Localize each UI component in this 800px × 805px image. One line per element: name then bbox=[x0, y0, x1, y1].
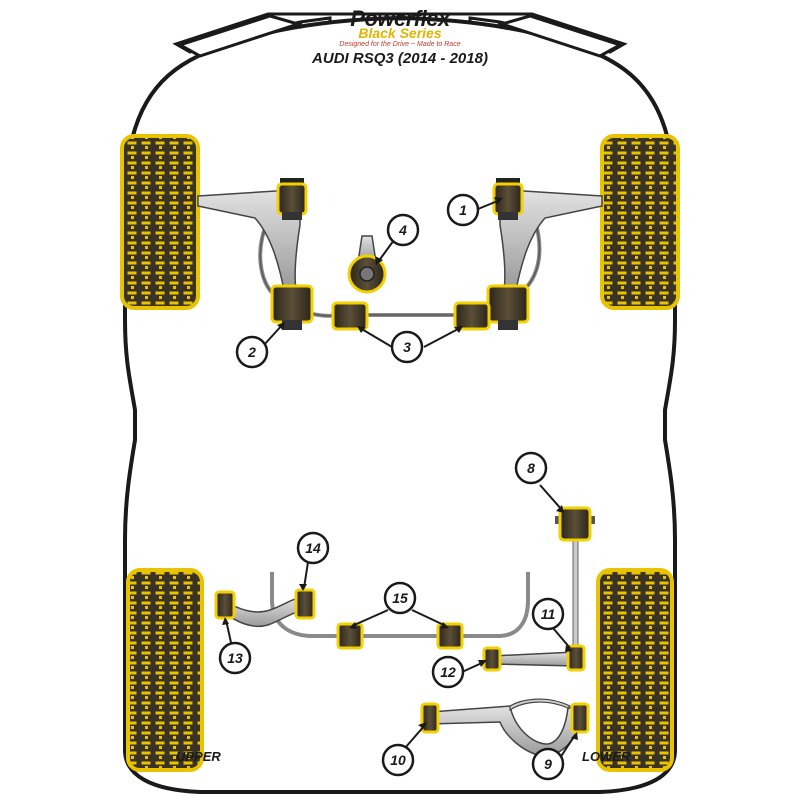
brand-tagline: Designed for the Drive ~ Made to Race bbox=[339, 41, 461, 48]
rear-upper-arm-outer-bush bbox=[214, 590, 236, 620]
callout-number: 10 bbox=[390, 752, 406, 768]
engine-mount-insert bbox=[347, 235, 387, 294]
front-arb-bush-right bbox=[453, 301, 491, 331]
callout-number: 13 bbox=[227, 650, 243, 666]
front-right-rear-bush bbox=[486, 284, 530, 330]
brand-name: Powerflex bbox=[350, 6, 450, 31]
callout-number: 1 bbox=[459, 202, 467, 218]
leader-arrowheads bbox=[222, 197, 578, 740]
front-left-rear-bush bbox=[270, 284, 314, 330]
rear-lower-arm-inner-bush bbox=[420, 702, 440, 734]
lower-label: LOWER bbox=[582, 749, 631, 764]
callout-14: 14 bbox=[296, 531, 330, 565]
front-left-front-bush bbox=[276, 178, 308, 220]
front-right-tire bbox=[600, 134, 680, 310]
rear-left-tire bbox=[126, 568, 204, 772]
callout-number: 12 bbox=[440, 664, 456, 680]
callout-13: 13 bbox=[218, 641, 252, 675]
callout-number: 9 bbox=[544, 756, 552, 772]
callout-11: 11 bbox=[531, 597, 565, 631]
callout-number: 2 bbox=[247, 344, 256, 360]
rear-drop-link bbox=[572, 533, 579, 653]
page-title: AUDI RSQ3 (2014 - 2018) bbox=[312, 50, 488, 67]
callout-9: 9 bbox=[531, 747, 565, 781]
leader-lines bbox=[225, 199, 576, 759]
front-right-front-bush bbox=[492, 178, 524, 220]
callout-12: 12 bbox=[431, 655, 465, 689]
callout-number: 11 bbox=[541, 606, 556, 622]
callout-10: 10 bbox=[381, 743, 415, 777]
rear-lower-link-inner-bush bbox=[482, 646, 502, 672]
rear-arb-bush-left bbox=[336, 622, 364, 650]
rear-top-mount-bush bbox=[555, 506, 595, 542]
callout-2: 2 bbox=[235, 335, 269, 369]
callout-4: 4 bbox=[386, 213, 420, 247]
rear-right-tire bbox=[596, 568, 674, 772]
callout-15: 15 bbox=[383, 581, 417, 615]
callout-number: 14 bbox=[305, 540, 321, 556]
front-arb-bush-left bbox=[331, 301, 369, 331]
rear-lower-link-outer-bush bbox=[566, 644, 586, 672]
upper-label: UPPER bbox=[176, 749, 221, 764]
brand-series: Black Series bbox=[358, 25, 442, 41]
callout-8: 8 bbox=[514, 451, 548, 485]
rear-arb-bush-right bbox=[436, 622, 464, 650]
windshield-right bbox=[496, 14, 624, 58]
callout-number: 15 bbox=[392, 590, 408, 606]
windshield-left bbox=[176, 14, 304, 58]
callout-1: 1 bbox=[446, 193, 480, 227]
rear-lower-arm-outer-bush bbox=[570, 702, 590, 734]
rear-upper-arm-inner-bush bbox=[294, 588, 316, 620]
callout-3: 3 bbox=[390, 330, 424, 364]
brand-logo: Powerflex Black Series Designed for the … bbox=[330, 6, 470, 50]
callout-number: 8 bbox=[527, 460, 535, 476]
callout-number: 3 bbox=[403, 339, 411, 355]
front-left-tire bbox=[120, 134, 200, 310]
callout-number: 4 bbox=[398, 222, 407, 238]
car-body bbox=[123, 15, 677, 794]
